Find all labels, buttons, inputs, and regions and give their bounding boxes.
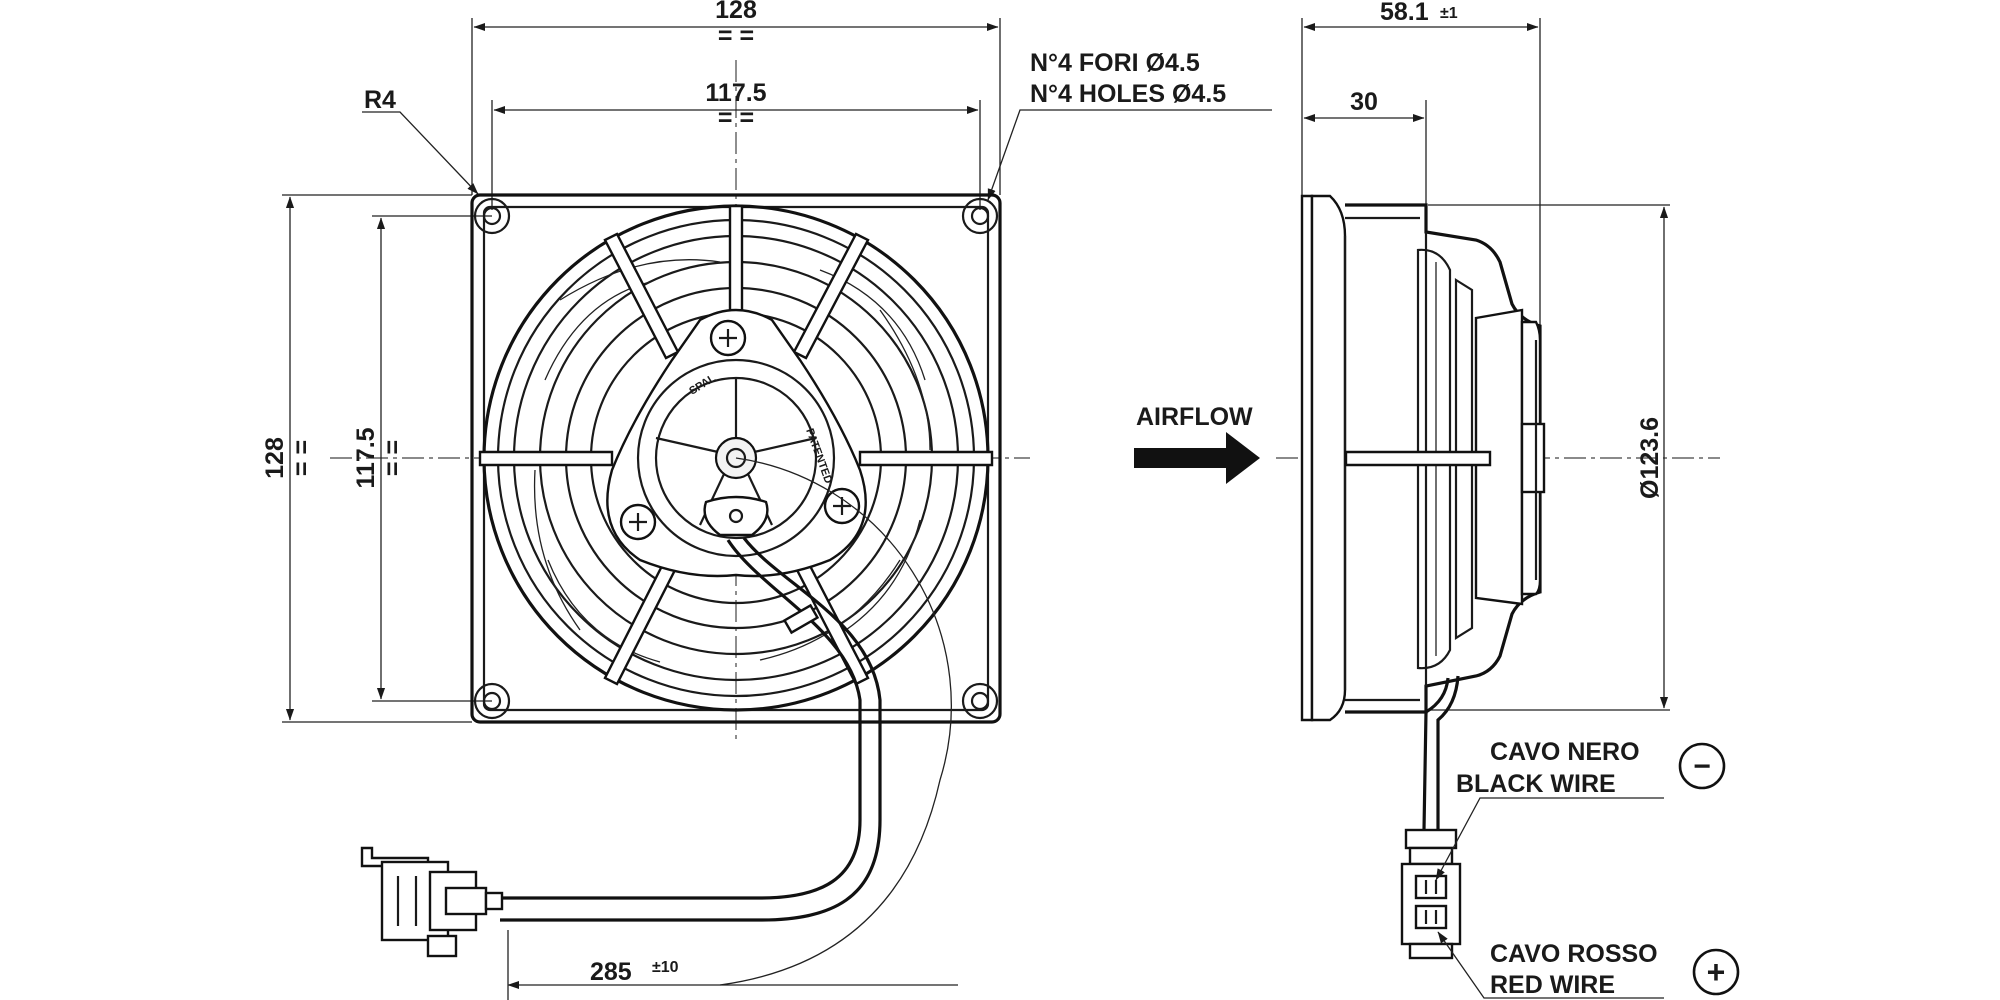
minus-icon: − — [1678, 742, 1726, 790]
cable — [500, 537, 882, 922]
dimension-depth: 58.1 — [1380, 0, 1429, 26]
cable-length: 285 — [590, 958, 632, 986]
dimension-height-outer: 128 — [261, 437, 289, 479]
screw-left — [619, 503, 657, 541]
side-view: 58.1 ±1 30 Ø123.6 — [1276, 0, 1740, 999]
mounting-hole-bottom-left — [473, 682, 511, 720]
cable-clip — [782, 603, 820, 635]
airflow-indicator: AIRFLOW — [1134, 403, 1260, 484]
grille-spokes — [478, 204, 994, 686]
holes-leader — [987, 109, 1272, 201]
red-wire-leader — [1437, 931, 1664, 999]
screw-right — [823, 487, 861, 525]
plus-icon: + — [1692, 948, 1740, 996]
corner-radius-leader — [362, 111, 479, 195]
dimension-frame: 30 — [1350, 88, 1378, 116]
dimension-width-outer: 128 — [715, 0, 757, 24]
fan-frame — [470, 193, 1002, 724]
black-wire-leader — [1435, 797, 1664, 881]
cable-exit-hole — [728, 508, 744, 524]
equal-mark: = = — [379, 440, 407, 476]
connector — [360, 846, 504, 958]
mounting-hole-bottom-right — [961, 682, 999, 720]
black-wire-label-en: BLACK WIRE — [1456, 770, 1616, 798]
dimension-diameter: Ø123.6 — [1636, 417, 1664, 499]
black-wire-label-it: CAVO NERO — [1490, 738, 1640, 766]
cable-length-arc — [719, 457, 952, 986]
equal-mark: = = — [288, 440, 316, 476]
side-motor — [1474, 308, 1546, 606]
side-center-rib — [1344, 450, 1492, 467]
holes-label-en: N°4 HOLES Ø4.5 — [1030, 80, 1226, 108]
side-wires — [1422, 675, 1460, 831]
dimension-height-holes: 117.5 — [352, 427, 380, 488]
red-wire-label-en: RED WIRE — [1490, 971, 1615, 999]
red-wire-label-it: CAVO ROSSO — [1490, 940, 1658, 968]
corner-radius-label: R4 — [364, 86, 396, 114]
dimension-depth-tolerance: ±1 — [1440, 5, 1458, 22]
front-view: 128 = = 117.5 = = 128 = = 117.5 = = R4 N… — [261, 0, 1272, 1000]
equal-mark: = = — [718, 104, 754, 132]
mounting-hole-top-left — [473, 197, 511, 235]
side-connector — [1400, 828, 1462, 960]
minus-symbol: − — [1693, 750, 1711, 783]
plus-symbol: + — [1707, 954, 1726, 990]
dimension-width-holes: 117.5 — [705, 79, 766, 107]
holes-label-it: N°4 FORI Ø4.5 — [1030, 49, 1200, 77]
mounting-hole-top-right — [961, 197, 999, 235]
equal-mark: = = — [718, 22, 754, 50]
screw-top — [709, 319, 747, 357]
cable-exit — [703, 495, 769, 537]
motor-hub: SPAL PATENTED — [606, 308, 867, 578]
airflow-arrow-icon — [1134, 432, 1260, 484]
cable-length-tolerance: ±10 — [652, 959, 679, 976]
airflow-label: AIRFLOW — [1136, 403, 1253, 431]
